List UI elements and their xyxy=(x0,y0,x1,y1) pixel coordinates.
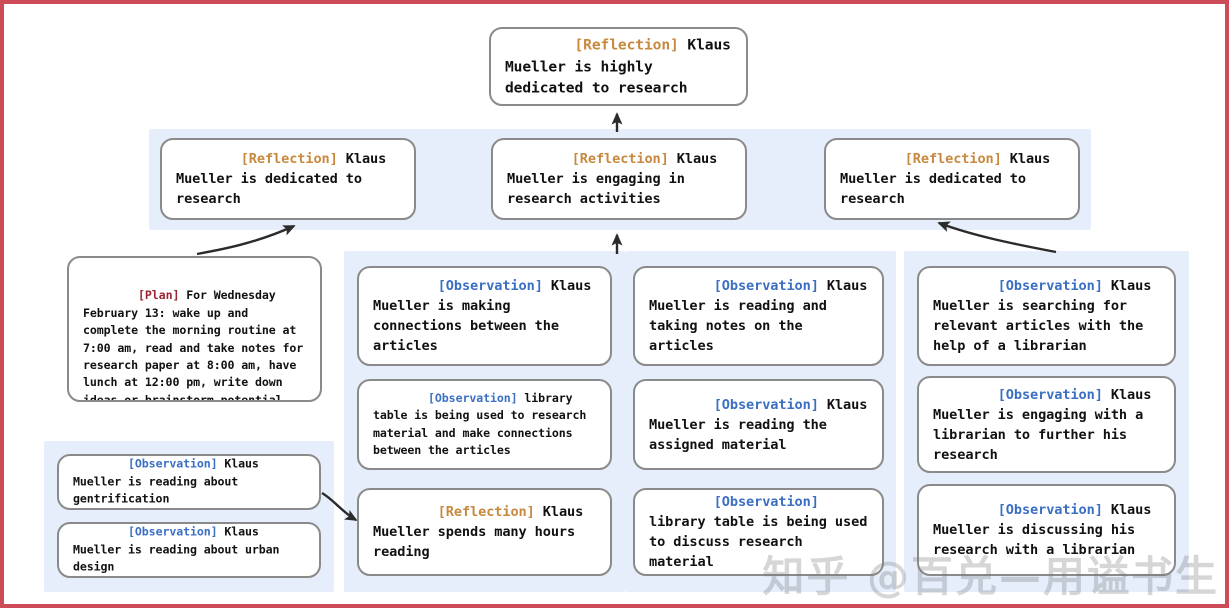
node-col3-2-text: [Observation] Klaus Mueller is discussin… xyxy=(933,486,1164,574)
node-col2-2-text: [Observation] library table is being use… xyxy=(649,490,876,574)
tag-observation: [Observation] xyxy=(428,390,518,405)
node-col1-2[interactable]: [Reflection] Klaus Mueller spends many h… xyxy=(357,488,612,576)
tag-observation: [Observation] xyxy=(713,396,819,413)
tag-reflection: [Reflection] xyxy=(574,36,679,54)
node-root-reflection-body: Klaus Mueller is highly dedicated to res… xyxy=(505,36,740,97)
node-bottomleft-0[interactable]: [Observation] Klaus Mueller is reading a… xyxy=(57,454,321,510)
node-col2-1-body: Klaus Mueller is reading the assigned ma… xyxy=(649,396,876,453)
tag-observation: [Observation] xyxy=(128,456,218,471)
node-col1-2-text: [Reflection] Klaus Mueller spends many h… xyxy=(373,490,600,574)
node-plan-text: [Plan] For Wednesday February 13: wake u… xyxy=(83,270,310,402)
tag-reflection: [Reflection] xyxy=(437,504,535,520)
node-col2-1-text: [Observation] Klaus Mueller is reading t… xyxy=(649,381,876,468)
node-col1-0-body: Klaus Mueller is making connections betw… xyxy=(373,278,600,354)
node-col3-0[interactable]: [Observation] Klaus Mueller is searching… xyxy=(917,266,1176,366)
node-col3-2[interactable]: [Observation] Klaus Mueller is discussin… xyxy=(917,484,1176,576)
tag-observation: [Observation] xyxy=(437,278,543,294)
tag-reflection: [Reflection] xyxy=(240,151,338,167)
node-col3-0-text: [Observation] Klaus Mueller is searching… xyxy=(933,268,1164,364)
node-bottomleft-0-body: Klaus Mueller is reading about gentrific… xyxy=(73,456,266,506)
tag-observation: [Observation] xyxy=(997,386,1103,403)
node-plan-body: For Wednesday February 13: wake up and c… xyxy=(83,288,304,402)
node-col3-1[interactable]: [Observation] Klaus Mueller is engaging … xyxy=(917,376,1176,473)
node-level2-0-text: [Reflection] Klaus Mueller is dedicated … xyxy=(176,140,404,218)
node-col1-2-body: Klaus Mueller spends many hours reading xyxy=(373,504,592,560)
node-col3-0-body: Klaus Mueller is searching for relevant … xyxy=(933,278,1160,354)
node-plan[interactable]: [Plan] For Wednesday February 13: wake u… xyxy=(67,256,322,402)
tag-observation: [Observation] xyxy=(713,278,819,294)
node-col1-1[interactable]: [Observation] library table is being use… xyxy=(357,379,612,470)
node-col1-1-body: library table is being used to research … xyxy=(373,390,594,457)
tag-plan: [Plan] xyxy=(138,288,180,303)
node-col2-2[interactable]: [Observation] library table is being use… xyxy=(633,488,884,576)
node-col1-0-text: [Observation] Klaus Mueller is making co… xyxy=(373,268,600,364)
tag-observation: [Observation] xyxy=(997,502,1103,518)
node-root-reflection[interactable]: [Reflection] Klaus Mueller is highly ded… xyxy=(489,27,748,106)
node-col2-1[interactable]: [Observation] Klaus Mueller is reading t… xyxy=(633,379,884,470)
tag-observation: [Observation] xyxy=(713,494,819,510)
node-col2-2-body: library table is being used to discuss r… xyxy=(649,494,876,570)
node-bottomleft-1-body: Klaus Mueller is reading about urban des… xyxy=(73,524,287,574)
node-level2-1[interactable]: [Reflection] Klaus Mueller is engaging i… xyxy=(491,138,747,220)
tag-observation: [Observation] xyxy=(997,278,1103,294)
node-root-reflection-text: [Reflection] Klaus Mueller is highly ded… xyxy=(505,29,736,104)
node-bottomleft-0-text: [Observation] Klaus Mueller is reading a… xyxy=(73,456,309,508)
node-level2-1-text: [Reflection] Klaus Mueller is engaging i… xyxy=(507,140,735,218)
node-col1-0[interactable]: [Observation] Klaus Mueller is making co… xyxy=(357,266,612,366)
tag-reflection: [Reflection] xyxy=(904,151,1002,167)
node-col1-1-text: [Observation] library table is being use… xyxy=(373,381,600,468)
node-level2-1-body: Klaus Mueller is engaging in research ac… xyxy=(507,151,726,207)
diagram-canvas: [Reflection] Klaus Mueller is highly ded… xyxy=(4,4,1229,612)
node-level2-2[interactable]: [Reflection] Klaus Mueller is dedicated … xyxy=(824,138,1080,220)
node-level2-2-text: [Reflection] Klaus Mueller is dedicated … xyxy=(840,140,1068,218)
node-col2-0-body: Klaus Mueller is reading and taking note… xyxy=(649,278,876,354)
node-col3-1-text: [Observation] Klaus Mueller is engaging … xyxy=(933,378,1164,471)
node-col2-0[interactable]: [Observation] Klaus Mueller is reading a… xyxy=(633,266,884,366)
node-level2-0[interactable]: [Reflection] Klaus Mueller is dedicated … xyxy=(160,138,416,220)
node-level2-0-body: Klaus Mueller is dedicated to research xyxy=(176,151,395,207)
node-bottomleft-1[interactable]: [Observation] Klaus Mueller is reading a… xyxy=(57,522,321,578)
node-col2-0-text: [Observation] Klaus Mueller is reading a… xyxy=(649,268,876,364)
node-level2-2-body: Klaus Mueller is dedicated to research xyxy=(840,151,1059,207)
tag-reflection: [Reflection] xyxy=(571,151,669,167)
node-col3-1-body: Klaus Mueller is engaging with a librari… xyxy=(933,386,1160,463)
node-col3-2-body: Klaus Mueller is discussing his research… xyxy=(933,502,1160,558)
tag-observation: [Observation] xyxy=(128,524,218,539)
node-bottomleft-1-text: [Observation] Klaus Mueller is reading a… xyxy=(73,524,309,576)
